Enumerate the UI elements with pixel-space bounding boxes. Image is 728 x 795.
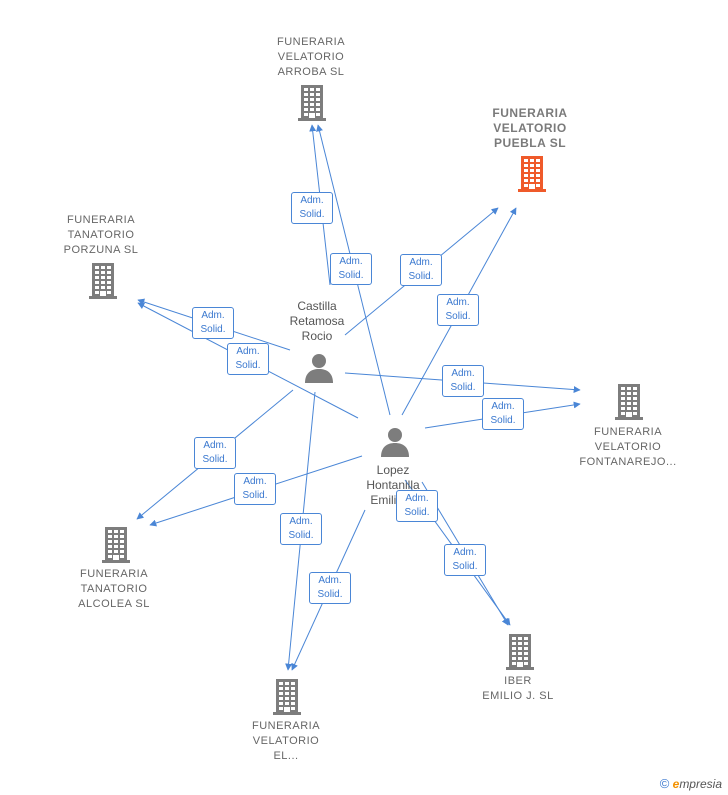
role-badge-line: Adm. [446, 297, 470, 308]
role-badge[interactable]: Adm. Solid. [309, 572, 351, 604]
role-badge-line: Solid. [202, 454, 228, 465]
company-name-line: FUNERARIA [276, 36, 346, 48]
role-badge-line: Solid. [235, 360, 261, 371]
company-name-line: FUNERARIA [66, 214, 136, 226]
company-name-line: PUEBLA SL [493, 136, 567, 150]
role-badge[interactable]: Adm. Solid. [280, 513, 322, 545]
building-icon-el[interactable] [271, 679, 303, 715]
empresia-logo-mark: e [672, 777, 680, 791]
empresia-watermark: © empresia [660, 776, 722, 791]
role-badge-line: Solid. [452, 561, 478, 572]
role-badge-line: Solid. [200, 324, 226, 335]
role-badge[interactable]: Adm. Solid. [482, 398, 524, 430]
company-name-line: EL... [273, 750, 299, 762]
building-icon-arroba[interactable] [296, 85, 328, 121]
company-label-arroba[interactable]: FUNERARIA VELATORIO ARROBA SL [241, 35, 381, 80]
role-badge-line: Solid. [450, 382, 476, 393]
role-badge-line: Adm. [405, 493, 429, 504]
company-name-line: ALCOLEA SL [78, 598, 150, 610]
company-label-fontanarejo[interactable]: FUNERARIA VELATORIO FONTANAREJO... [558, 425, 698, 470]
role-badge-line: Adm. [243, 476, 267, 487]
company-name-line: IBER [504, 675, 532, 687]
person-name-line: Hontanilla [366, 478, 420, 492]
role-badge-line: Solid. [288, 530, 314, 541]
building-icon-alcolea[interactable] [100, 527, 132, 563]
company-label-el[interactable]: FUNERARIA VELATORIO EL... [216, 719, 356, 764]
company-name-line: EMILIO J. SL [482, 690, 554, 702]
role-badge-line: Adm. [451, 368, 475, 379]
role-badge-line: Solid. [445, 311, 471, 322]
company-label-puebla[interactable]: FUNERARIA VELATORIO PUEBLA SL [460, 106, 600, 151]
role-badge-line: Solid. [299, 209, 325, 220]
role-badge-line: Adm. [318, 575, 342, 586]
company-name-line: VELATORIO [493, 121, 567, 135]
person-name-line: Lopez [376, 463, 410, 477]
role-badge-line: Adm. [300, 195, 324, 206]
role-badge-line: Solid. [408, 271, 434, 282]
company-name-line: FUNERARIA [79, 568, 149, 580]
role-badge-line: Adm. [289, 516, 313, 527]
role-badge[interactable]: Adm. Solid. [192, 307, 234, 339]
role-badge-line: Solid. [317, 589, 343, 600]
role-badge[interactable]: Adm. Solid. [227, 343, 269, 375]
role-badge[interactable]: Adm. Solid. [291, 192, 333, 224]
building-icon-porzuna[interactable] [87, 263, 119, 299]
company-name-line: VELATORIO [277, 51, 345, 63]
company-name-line: PORZUNA SL [63, 244, 139, 256]
company-name-line: FONTANAREJO... [579, 456, 677, 468]
role-badge-line: Adm. [201, 310, 225, 321]
person-name-line: Retamosa [289, 314, 345, 328]
building-icon-fontanarejo[interactable] [613, 384, 645, 420]
role-badge-line: Adm. [453, 547, 477, 558]
person-name-line: Rocio [301, 329, 333, 343]
role-badge[interactable]: Adm. Solid. [234, 473, 276, 505]
role-badge-line: Adm. [409, 257, 433, 268]
role-badge[interactable]: Adm. Solid. [400, 254, 442, 286]
company-name-line: TANATORIO [80, 583, 148, 595]
company-name-line: FUNERARIA [251, 720, 321, 732]
empresia-logo-text: mpresia [679, 777, 722, 791]
role-badge[interactable]: Adm. Solid. [444, 544, 486, 576]
company-label-iber[interactable]: IBER EMILIO J. SL [448, 674, 588, 704]
person-icon-lopez[interactable] [379, 426, 411, 458]
role-badge-line: Solid. [242, 490, 268, 501]
company-label-alcolea[interactable]: FUNERARIA TANATORIO ALCOLEA SL [44, 567, 184, 612]
role-badge[interactable]: Adm. Solid. [396, 490, 438, 522]
role-badge-line: Adm. [491, 401, 515, 412]
person-name-line: Castilla [297, 299, 337, 313]
person-label-castilla[interactable]: Castilla Retamosa Rocio [272, 299, 362, 344]
role-badge-line: Adm. [339, 256, 363, 267]
copyright-icon: © [659, 776, 670, 791]
role-badge-line: Solid. [338, 270, 364, 281]
role-badge[interactable]: Adm. Solid. [330, 253, 372, 285]
building-icon-iber[interactable] [504, 634, 536, 670]
company-label-porzuna[interactable]: FUNERARIA TANATORIO PORZUNA SL [31, 213, 171, 258]
company-name-line: TANATORIO [67, 229, 135, 241]
company-name-line: ARROBA SL [277, 66, 345, 78]
role-badge-line: Adm. [203, 440, 227, 451]
company-name-line: VELATORIO [252, 735, 320, 747]
role-badge[interactable]: Adm. Solid. [442, 365, 484, 397]
company-name-line: FUNERARIA [593, 426, 663, 438]
company-name-line: VELATORIO [594, 441, 662, 453]
role-badge-line: Adm. [236, 346, 260, 357]
company-name-line: FUNERARIA [492, 106, 568, 120]
role-badge[interactable]: Adm. Solid. [437, 294, 479, 326]
role-badge-line: Solid. [490, 415, 516, 426]
role-badge[interactable]: Adm. Solid. [194, 437, 236, 469]
role-badge-line: Solid. [404, 507, 430, 518]
person-icon-castilla[interactable] [303, 352, 335, 384]
building-icon-puebla[interactable] [516, 156, 548, 192]
